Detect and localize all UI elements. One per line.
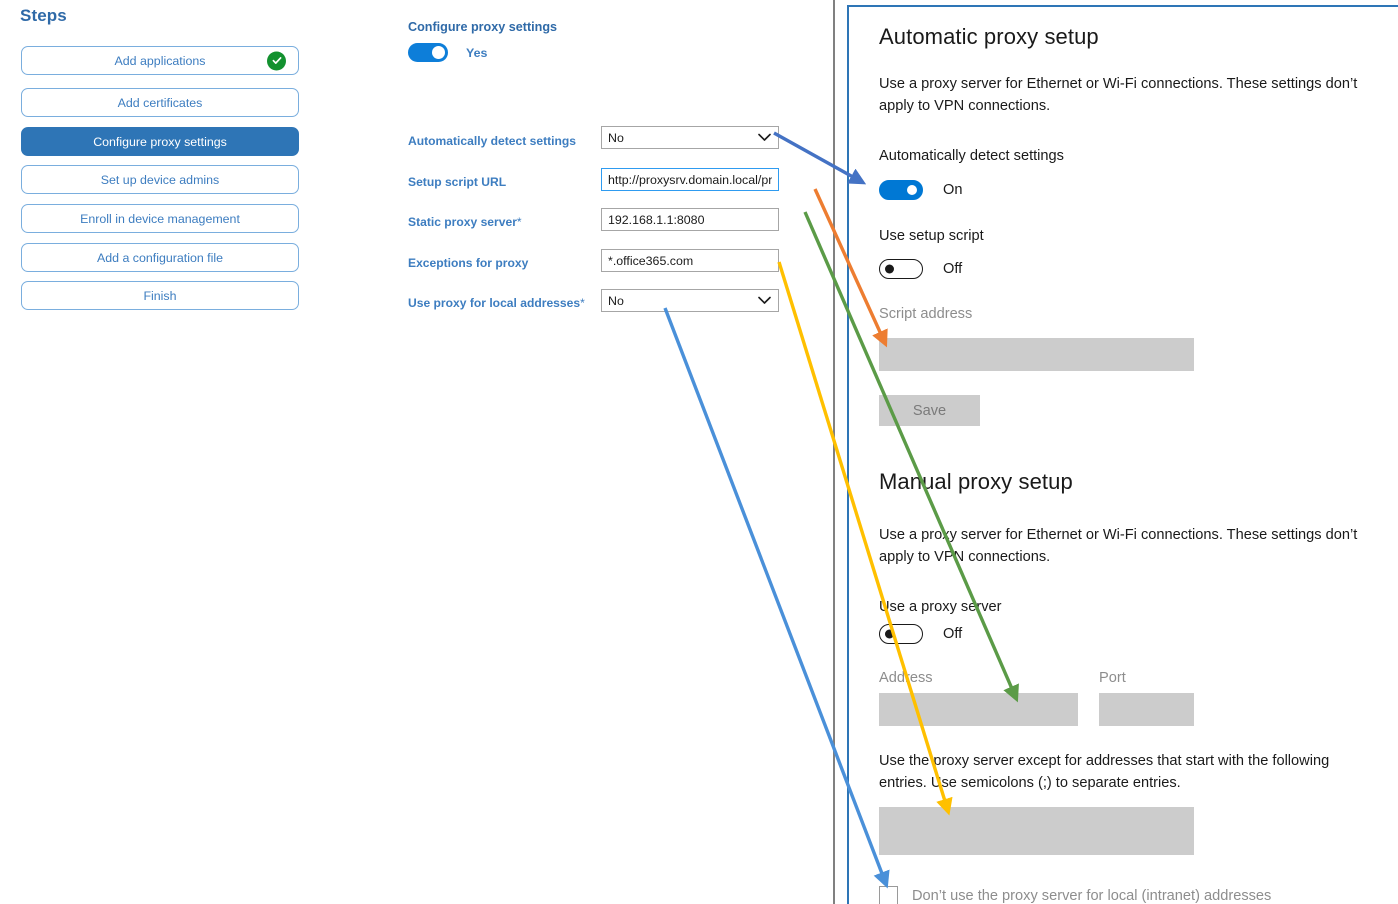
label-static-proxy-server: Static proxy server* bbox=[408, 215, 522, 229]
use-setup-script-toggle[interactable] bbox=[879, 259, 923, 279]
step-label: Add a configuration file bbox=[96, 250, 224, 265]
label-script-address: Script address bbox=[879, 306, 973, 322]
configure-proxy-toggle-label: Yes bbox=[466, 45, 488, 60]
automatically-detect-settings-toggle[interactable] bbox=[879, 180, 923, 200]
bypass-local-addresses-label: Don’t use the proxy server for local (in… bbox=[912, 887, 1272, 904]
chevron-down-icon bbox=[758, 131, 771, 145]
input-static-proxy-server[interactable]: 192.168.1.1:8080 bbox=[601, 208, 779, 231]
bypass-local-addresses-checkbox[interactable] bbox=[879, 886, 898, 904]
use-setup-script-toggle-row: Off bbox=[879, 259, 962, 279]
automatic-proxy-setup-heading: Automatic proxy setup bbox=[879, 24, 1099, 49]
step-label: Add applications bbox=[114, 53, 206, 68]
use-a-proxy-server-toggle-row: Off bbox=[879, 624, 962, 644]
use-setup-script-state: Off bbox=[943, 261, 963, 277]
step-label: Configure proxy settings bbox=[93, 134, 227, 149]
label-port: Port bbox=[1099, 670, 1126, 686]
automatically-detect-settings-state: On bbox=[943, 182, 963, 198]
step-button-add-certificates[interactable]: Add certificates bbox=[21, 88, 299, 117]
input-exceptions-for-proxy[interactable]: *.office365.com bbox=[601, 249, 779, 272]
use-a-proxy-server-toggle[interactable] bbox=[879, 624, 923, 644]
step-button-add-applications[interactable]: Add applications bbox=[21, 46, 299, 75]
use-a-proxy-server-state: Off bbox=[943, 626, 963, 642]
manual-proxy-setup-description: Use a proxy server for Ethernet or Wi-Fi… bbox=[879, 527, 1358, 565]
step-button-add-a-configuration-file[interactable]: Add a configuration file bbox=[21, 243, 299, 272]
automatically-detect-settings-toggle-row: On bbox=[879, 180, 962, 200]
windows-proxy-settings-panel: Automatic proxy setup Use a proxy server… bbox=[847, 5, 1398, 904]
step-label: Set up device admins bbox=[100, 172, 220, 187]
step-button-set-up-device-admins[interactable]: Set up device admins bbox=[21, 165, 299, 194]
toggle-knob bbox=[885, 264, 894, 274]
label-automatically-detect-settings: Automatically detect settings bbox=[408, 134, 577, 148]
label-exceptions-for-proxy: Exceptions for proxy bbox=[408, 256, 529, 270]
save-button[interactable]: Save bbox=[879, 395, 980, 426]
steps-title: Steps bbox=[20, 6, 67, 25]
configure-proxy-toggle-row: Yes bbox=[408, 43, 487, 62]
panel-divider bbox=[833, 0, 835, 904]
configure-proxy-toggle[interactable] bbox=[408, 43, 448, 62]
input-port[interactable] bbox=[1099, 693, 1194, 726]
automatic-proxy-setup-description: Use a proxy server for Ethernet or Wi-Fi… bbox=[879, 76, 1358, 114]
bypass-local-addresses-row[interactable]: Don’t use the proxy server for local (in… bbox=[879, 886, 1271, 904]
step-button-configure-proxy-settings[interactable]: Configure proxy settings bbox=[21, 127, 299, 156]
toggle-knob bbox=[907, 185, 917, 195]
step-button-enroll-in-device-management[interactable]: Enroll in device management bbox=[21, 204, 299, 233]
toggle-knob bbox=[432, 46, 445, 59]
select-use-proxy-for-local-addresses[interactable]: No bbox=[601, 289, 779, 312]
label-setup-script-url: Setup script URL bbox=[408, 175, 507, 189]
step-label: Finish bbox=[143, 288, 177, 303]
step-button-finish[interactable]: Finish bbox=[21, 281, 299, 310]
label-automatically-detect-settings: Automatically detect settings bbox=[879, 148, 1064, 164]
label-address: Address bbox=[879, 670, 933, 686]
input-setup-script-url[interactable]: http://proxysrv.domain.local/proxy.pa bbox=[601, 168, 779, 191]
label-use-setup-script: Use setup script bbox=[879, 228, 984, 244]
input-address[interactable] bbox=[879, 693, 1078, 726]
step-label: Add certificates bbox=[117, 95, 203, 110]
chevron-down-icon bbox=[758, 294, 771, 308]
proxy-form-panel: Configure proxy settings Yes Automatical… bbox=[330, 0, 835, 904]
input-script-address[interactable] bbox=[879, 338, 1194, 371]
step-label: Enroll in device management bbox=[80, 211, 240, 226]
label-use-a-proxy-server: Use a proxy server bbox=[879, 599, 1002, 615]
input-proxy-exceptions[interactable] bbox=[879, 807, 1194, 855]
check-circle-icon bbox=[267, 51, 286, 70]
label-use-proxy-for-local-addresses: Use proxy for local addresses* bbox=[408, 296, 585, 310]
exceptions-description: Use the proxy server except for addresse… bbox=[879, 753, 1330, 791]
select-automatically-detect-settings[interactable]: No bbox=[601, 126, 779, 149]
form-heading: Configure proxy settings bbox=[408, 20, 558, 34]
toggle-knob bbox=[885, 629, 894, 639]
manual-proxy-setup-heading: Manual proxy setup bbox=[879, 469, 1073, 494]
steps-panel: Steps Add applications Add certificates … bbox=[0, 0, 330, 904]
